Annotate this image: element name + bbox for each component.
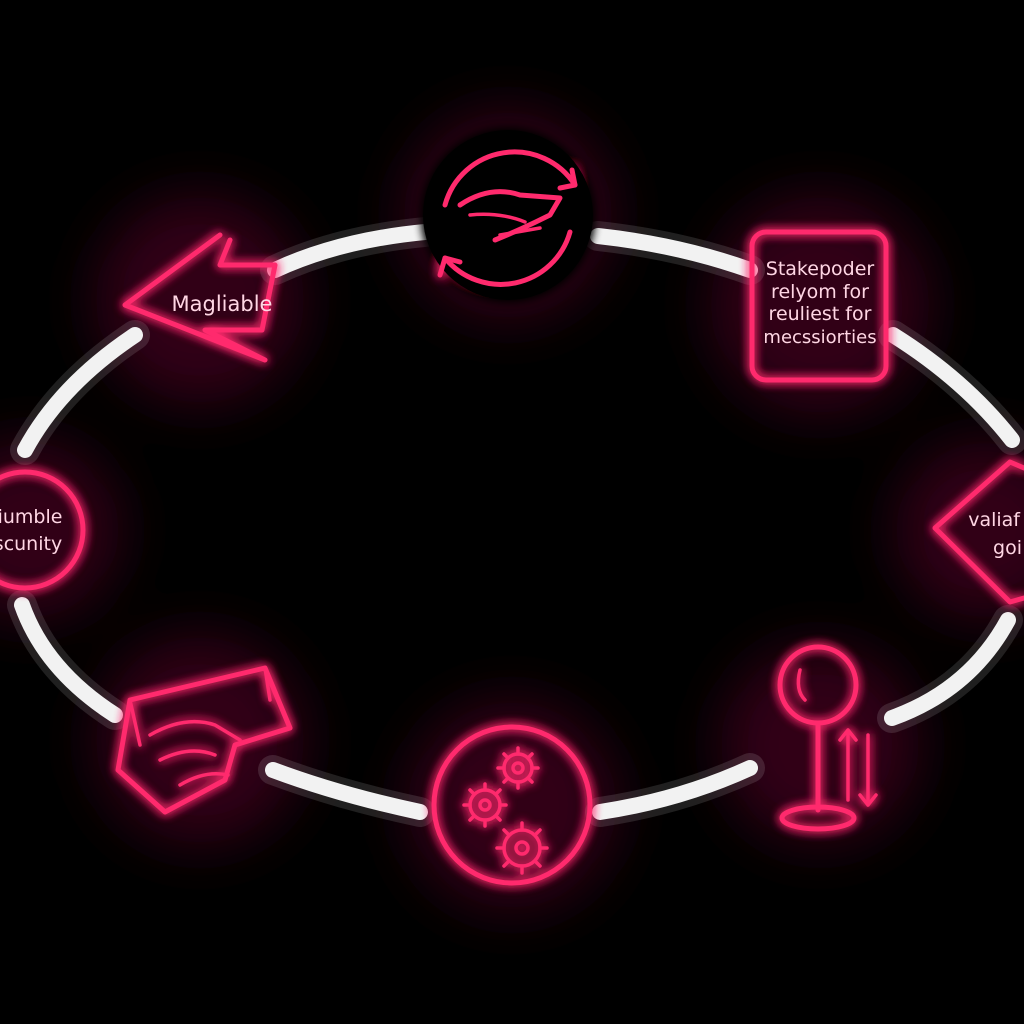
node-bottom-right [777,644,878,832]
node-right: valiaf goi [932,459,1024,605]
node-bottom-left [115,665,293,815]
diamond-line-1: valiaf [968,509,1021,531]
arrow-left-icon [122,232,278,363]
node-top-left: Magliable [122,232,278,363]
connector-left-upper [17,327,143,458]
diamond-icon [932,459,1024,605]
connector-bottom-left [265,762,428,820]
node-left: iumble scunity [0,469,86,591]
handshake-cycle-icon [423,130,593,300]
gears-circle [431,724,593,886]
sign-line-1: Stakepoder [766,258,875,280]
joystick-icon [777,644,878,832]
node-top-right: Stakepoder relyom for reuliest for mecss… [749,229,889,383]
node-bottom [431,724,593,886]
circle-line-2: scunity [0,533,62,555]
connector-top-left [267,224,433,278]
connector-right-lower [884,612,1016,726]
sign-line-2: relyom for [771,281,869,303]
node-top [423,130,593,300]
diamond-line-2: goi [993,537,1022,559]
sign-line-4: mecssiorties [763,327,876,348]
circle-line-1: iumble [0,506,62,528]
cycle-connectors [7,217,1024,827]
connector-top-right [590,228,758,278]
connector-right-upper [885,327,1020,448]
sign-line-3: reuliest for [769,303,872,325]
handshake-icon [115,665,293,815]
gears-icon [462,746,549,875]
connector-bottom-right [592,760,758,820]
circle-icon [0,469,86,591]
connector-left-lower [14,597,123,723]
arrow-label: Magliable [172,292,273,316]
sign-box-icon [749,229,889,383]
